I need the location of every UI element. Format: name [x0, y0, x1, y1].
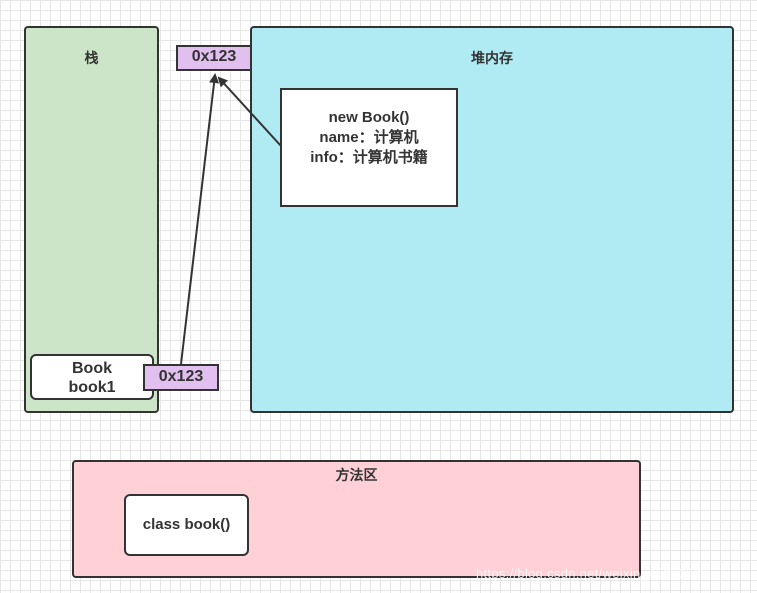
- heap-object-name-field: name：计算机: [319, 129, 419, 146]
- class-label: class book(): [142, 516, 231, 533]
- heap-title: 堆内存: [471, 50, 513, 66]
- heap-object-info-field: info：计算机书籍: [310, 149, 428, 166]
- reference-arrow-from-heap: [217, 76, 282, 147]
- stack-title: 栈: [84, 50, 99, 66]
- stack-variable-type: Book: [72, 360, 112, 377]
- stack-variable-name: book1: [68, 379, 116, 396]
- method-area-title: 方法区: [335, 467, 378, 483]
- watermark-text: https://blog.csdn.net/weixin_45670060: [476, 566, 709, 581]
- reference-arrow-from-stack: [180, 73, 220, 365]
- heap-object-box: new Book() name：计算机 info：计算机书籍: [280, 88, 458, 207]
- address-label-reference: 0x123: [143, 364, 219, 391]
- class-box: class book(): [124, 494, 249, 556]
- stack-region: 栈: [24, 26, 159, 413]
- heap-object-constructor: new Book(): [328, 109, 410, 126]
- address-label-top: 0x123: [176, 45, 252, 71]
- stack-variable-box: Book book1: [30, 354, 154, 400]
